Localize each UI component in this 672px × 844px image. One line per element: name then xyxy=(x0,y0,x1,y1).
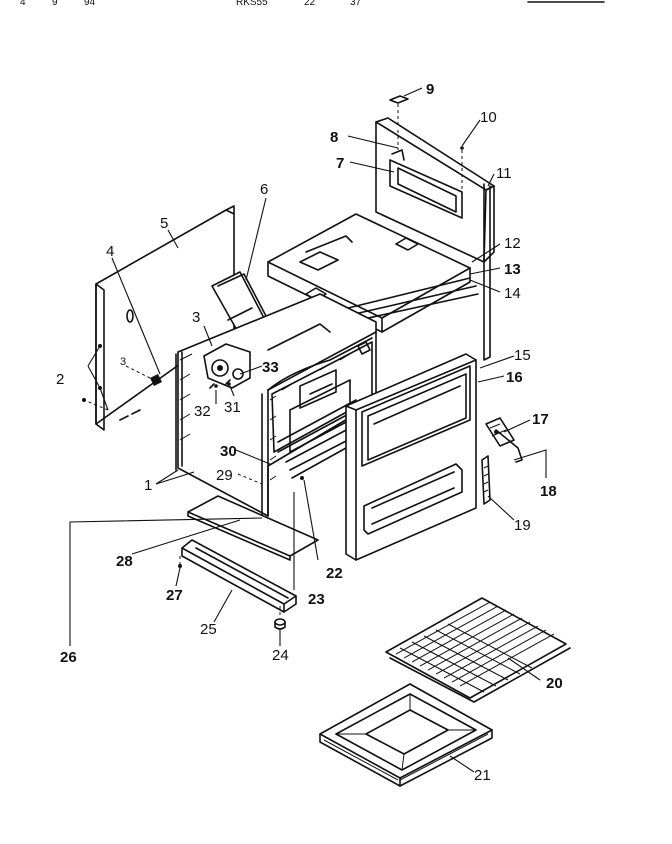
callout-7: 7 xyxy=(336,155,344,172)
callout-25: 25 xyxy=(200,621,217,638)
callout-21: 21 xyxy=(474,767,491,784)
callout-10: 10 xyxy=(480,109,497,126)
side-panel-mark: 3 xyxy=(120,356,126,368)
part-rear-upright-panel xyxy=(375,117,495,361)
part-kick-panel xyxy=(178,539,297,613)
callout-5: 5 xyxy=(160,215,168,232)
callout-3: 3 xyxy=(192,309,200,326)
callout-17: 17 xyxy=(532,411,549,428)
callout-20: 20 xyxy=(546,675,563,692)
part-door-hinge xyxy=(485,417,523,463)
header-fragment: 9 xyxy=(52,0,58,8)
leader-lines xyxy=(69,87,547,773)
callout-1: 1 xyxy=(144,477,152,494)
callout-26: 26 xyxy=(60,649,77,666)
callout-22: 22 xyxy=(326,565,343,582)
callout-13: 13 xyxy=(504,261,521,278)
callout-27: 27 xyxy=(166,587,183,604)
header-fragment: 94 xyxy=(84,0,96,8)
header-strip: 4 9 94 RKS55 22 37 xyxy=(20,0,605,8)
callout-28: 28 xyxy=(116,553,133,570)
callout-18: 18 xyxy=(540,483,557,500)
callout-12: 12 xyxy=(504,235,521,252)
callout-19: 19 xyxy=(514,517,531,534)
callout-2: 2 xyxy=(56,371,64,388)
callout-6: 6 xyxy=(260,181,268,198)
header-fragment: 4 xyxy=(20,0,26,8)
callout-32: 32 xyxy=(194,403,211,420)
callout-9: 9 xyxy=(426,81,434,98)
callout-11: 11 xyxy=(496,165,512,182)
header-fragment: 37 xyxy=(350,0,362,8)
header-fragment: RKS55 xyxy=(236,0,268,8)
part-oven-door xyxy=(345,353,477,561)
callout-14: 14 xyxy=(504,285,521,302)
callout-8: 8 xyxy=(330,129,338,146)
callout-29: 29 xyxy=(216,467,233,484)
part-top-panel xyxy=(267,213,479,333)
part-leveling-foot xyxy=(274,606,286,630)
header-fragment: 22 xyxy=(304,0,316,8)
callout-31: 31 xyxy=(224,399,241,416)
callout-30: 30 xyxy=(220,443,237,460)
part-top-cap xyxy=(389,95,409,124)
part-bottom-panel xyxy=(187,495,319,561)
part-control-cluster xyxy=(203,343,251,389)
callout-labels: 1 2 3 4 5 6 7 8 9 10 11 12 13 14 15 16 1… xyxy=(56,81,563,784)
callout-15: 15 xyxy=(514,347,531,364)
part-broiler-pan xyxy=(319,683,493,787)
part-hinge-receiver xyxy=(481,455,491,505)
callout-4: 4 xyxy=(106,243,114,260)
callout-33: 33 xyxy=(262,359,279,376)
callout-16: 16 xyxy=(506,369,523,386)
callout-23: 23 xyxy=(308,591,325,608)
part-oven-rack xyxy=(385,597,571,703)
callout-24: 24 xyxy=(272,647,289,664)
